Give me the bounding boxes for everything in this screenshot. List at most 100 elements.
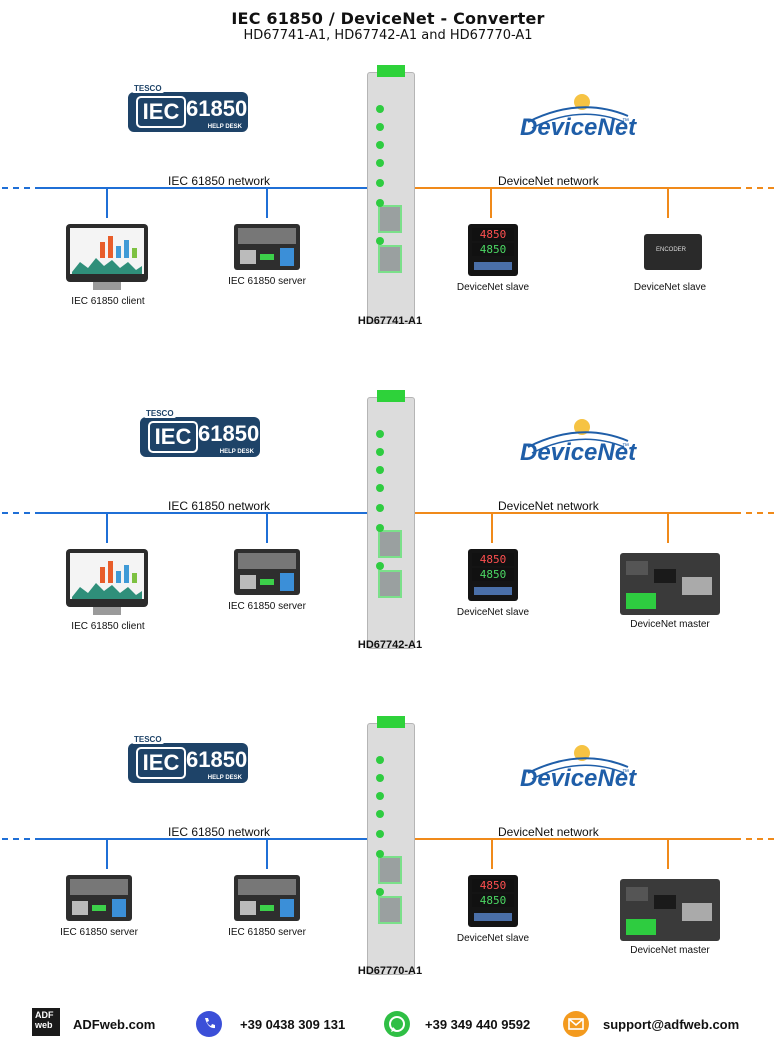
monitor-screen	[70, 228, 144, 274]
status-led	[376, 105, 384, 113]
device-caption: IEC 61850 server	[228, 601, 306, 612]
status-led	[376, 810, 384, 818]
devicenet-network-label: DeviceNet network	[498, 499, 599, 513]
page-subtitle: HD67741-A1, HD67742-A1 and HD67770-A1	[243, 28, 533, 43]
devicenet-slave-controller: 4850 4850	[468, 224, 518, 276]
iec-network-label: IEC 61850 network	[168, 499, 271, 513]
master-port	[682, 903, 712, 921]
device-caption: DeviceNet slave	[456, 607, 530, 618]
server-gauge-panel	[70, 879, 128, 895]
device-caption: IEC 61850 server	[228, 276, 306, 287]
iec-server-device	[66, 875, 132, 921]
devicenet-slave-controller: 4850 4850	[468, 549, 518, 601]
slave-display: 4850	[472, 553, 514, 566]
network-lines	[2, 512, 774, 543]
port-led	[376, 850, 384, 858]
iec-number-label: 61850	[186, 96, 248, 121]
ethernet-port	[378, 530, 402, 558]
port-led	[376, 524, 384, 532]
converter-top-connector	[377, 716, 405, 728]
master-port	[682, 577, 712, 595]
slave-display-secondary: 4850	[472, 894, 514, 907]
iec-network-label: IEC 61850 network	[168, 174, 271, 188]
ethernet-port	[378, 245, 402, 273]
device-caption: IEC 61850 client	[71, 296, 145, 307]
device-caption: DeviceNet master	[630, 945, 710, 956]
whatsapp-number[interactable]: +39 349 440 9592	[425, 1017, 531, 1032]
devicenet-master-plc	[620, 879, 720, 941]
phone-icon	[196, 1011, 222, 1037]
device-caption: DeviceNet slave	[456, 933, 530, 944]
status-led	[376, 448, 384, 456]
phone-number[interactable]: +39 0438 309 131	[240, 1017, 346, 1032]
status-led	[376, 830, 384, 838]
converter-top-connector	[377, 65, 405, 77]
ethernet-port	[378, 896, 402, 924]
status-led	[376, 484, 384, 492]
brand-link[interactable]: ADFweb.com	[73, 1017, 156, 1032]
devicenet-swoosh-icon	[527, 419, 629, 454]
slave-display-secondary: 4850	[472, 243, 514, 256]
chart-graphic-icon	[72, 561, 142, 599]
whatsapp-icon	[384, 1011, 410, 1037]
slave-buttons	[474, 262, 512, 270]
server-terminal	[72, 901, 88, 915]
master-display	[654, 895, 676, 909]
slave-display-secondary: 4850	[472, 568, 514, 581]
server-status-led	[260, 579, 274, 585]
slave-display: 4850	[472, 228, 514, 241]
devicenet-network-label: DeviceNet network	[498, 825, 599, 839]
status-led	[376, 159, 384, 167]
master-battery-slot	[626, 561, 648, 575]
iec-number-label: 61850	[198, 421, 260, 446]
converter-device	[367, 390, 415, 649]
mail-icon	[563, 1011, 589, 1037]
slave-buttons	[474, 913, 512, 921]
status-led	[376, 774, 384, 782]
master-terminal-green	[626, 919, 656, 935]
iec-helpdesk-label: HELP DESK	[207, 775, 242, 781]
master-terminal-green	[626, 593, 656, 609]
ethernet-port	[378, 856, 402, 884]
server-gauge-panel	[238, 879, 296, 895]
status-led	[376, 430, 384, 438]
master-battery-slot	[626, 887, 648, 901]
adfweb-logo-text: ADF web	[35, 1010, 54, 1030]
devicenet-trademark: ™	[622, 769, 629, 776]
server-terminal	[240, 575, 256, 589]
master-display	[654, 569, 676, 583]
iec-tesco-label: TESCO	[132, 735, 164, 744]
server-terminal	[240, 901, 256, 915]
iec-box-label: IEC	[136, 96, 186, 128]
devicenet-logo-text: DeviceNet	[520, 765, 637, 792]
iec-server-device	[234, 549, 300, 595]
email-link[interactable]: support@adfweb.com	[603, 1017, 740, 1032]
server-terminal	[240, 250, 256, 264]
status-led	[376, 792, 384, 800]
monitor-stand	[93, 607, 121, 615]
converter-top-connector	[377, 390, 405, 402]
network-lines	[2, 838, 774, 869]
port-led	[376, 199, 384, 207]
device-caption: DeviceNet master	[630, 619, 710, 630]
page-title: IEC 61850 / DeviceNet - Converter	[231, 9, 545, 28]
iec-server-device	[234, 875, 300, 921]
status-led	[376, 466, 384, 474]
converter-model-label: HD67770-A1	[357, 965, 423, 977]
ethernet-port	[378, 205, 402, 233]
monitor-screen	[70, 553, 144, 599]
devicenet-trademark: ™	[622, 118, 629, 125]
converter-model-label: HD67742-A1	[357, 639, 423, 651]
server-module	[280, 573, 294, 591]
client-monitor	[66, 224, 148, 282]
server-status-led	[260, 905, 274, 911]
ethernet-port	[378, 570, 402, 598]
server-gauge-panel	[238, 228, 296, 244]
iec-box-label: IEC	[148, 421, 198, 453]
